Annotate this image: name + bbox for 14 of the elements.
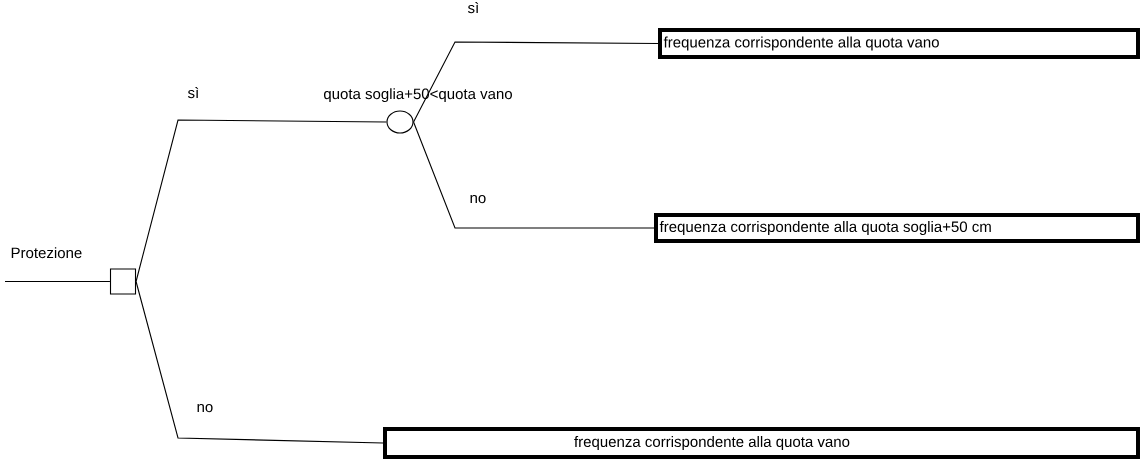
edge-label: sì bbox=[468, 1, 479, 14]
branch-line bbox=[4, 280, 111, 283]
edge-label: sì bbox=[188, 86, 199, 99]
edge-label: no bbox=[197, 403, 213, 413]
branch-line bbox=[135, 119, 387, 283]
outcome-box: frequenza corrispondente alla quota soglia+50 cm bbox=[654, 213, 1140, 243]
node-label: Protezione bbox=[11, 247, 82, 259]
outcome-box: frequenza corrispondente alla quota vano bbox=[383, 427, 1140, 459]
branch-line bbox=[135, 280, 384, 444]
edge-label: no bbox=[470, 194, 486, 204]
branch-line bbox=[413, 41, 659, 123]
outcome-box: frequenza corrispondente alla quota vano bbox=[658, 28, 1140, 59]
branch-line bbox=[413, 121, 655, 229]
decision-square: Protezione bbox=[11, 247, 137, 295]
